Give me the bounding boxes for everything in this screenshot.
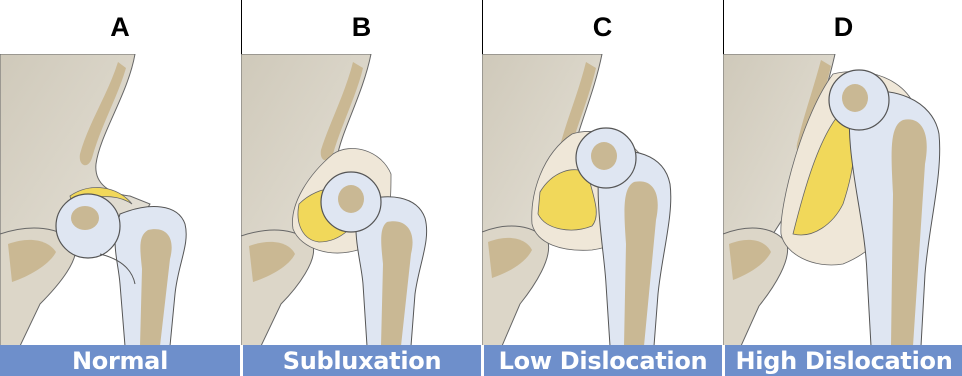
panel-d-illustration <box>723 54 962 346</box>
panel-c-letter: C <box>482 0 722 54</box>
panel-c-illustration <box>482 54 722 346</box>
panel-d-caption: High Dislocation <box>723 345 962 376</box>
panel-d: D <box>723 0 962 376</box>
panel-a: A <box>0 0 240 376</box>
panel-a-letter: A <box>0 0 240 54</box>
panel-c: C <box>482 0 722 376</box>
panel-d-letter: D <box>723 0 962 54</box>
panel-c-caption: Low Dislocation <box>482 345 722 376</box>
panel-b-letter: B <box>241 0 481 54</box>
panel-b-illustration <box>241 54 481 346</box>
panel-b: B <box>241 0 481 376</box>
panel-a-caption: Normal <box>0 345 240 376</box>
panel-b-caption: Subluxation <box>241 345 481 376</box>
panel-a-illustration <box>0 54 240 346</box>
